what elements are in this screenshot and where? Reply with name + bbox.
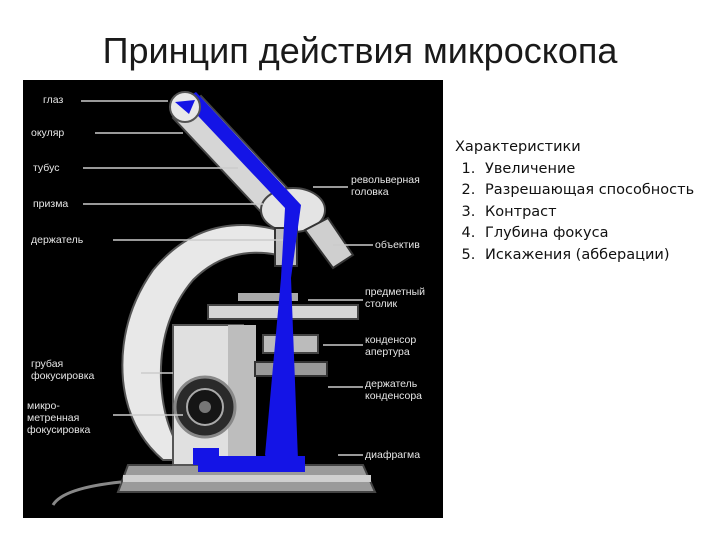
label-eyepiece: окуляр [31,127,65,139]
label-eye: глаз [43,94,64,106]
characteristic-item: Искажения (абберации) [480,245,694,267]
label-pointers [81,100,373,456]
label-revolver: револьверная головка [351,174,420,198]
label-tube: тубус [33,162,60,174]
microscope-diagram: глаз окуляр тубус призма держатель груба… [23,80,443,518]
characteristic-item: Глубина фокуса [480,223,694,245]
label-objective: объектив [375,239,420,251]
characteristic-item: Контраст [480,202,694,224]
objective-lens [303,216,355,270]
light-path-base [198,456,305,472]
characteristics-heading: Характеристики [455,139,581,155]
label-condenser-holder: держатель конденсора [365,378,423,402]
label-condenser: конденсор апертура [365,334,417,358]
microscope-illustration [51,91,377,506]
label-coarse-focus: грубая фокусировка [31,358,95,382]
power-cord [51,480,122,506]
label-stage: предметный столик [365,286,425,310]
slide-title: Принцип действия микроскопа [102,30,618,71]
label-fine-focus: микро- метренная фокусировка [27,400,91,436]
characteristics-items: Увеличение Разрешающая способность Контр… [455,159,694,267]
base-rail [123,475,371,482]
label-holder: держатель [31,234,84,246]
light-path [183,92,301,460]
characteristics-list: Характеристики Увеличение Разрешающая сп… [455,137,694,266]
characteristic-item: Увеличение [480,159,694,181]
microscope-arm [121,224,279,461]
label-diaphragm: диафрагма [365,449,421,461]
label-prism: призма [33,198,69,210]
characteristic-item: Разрешающая способность [480,180,694,202]
